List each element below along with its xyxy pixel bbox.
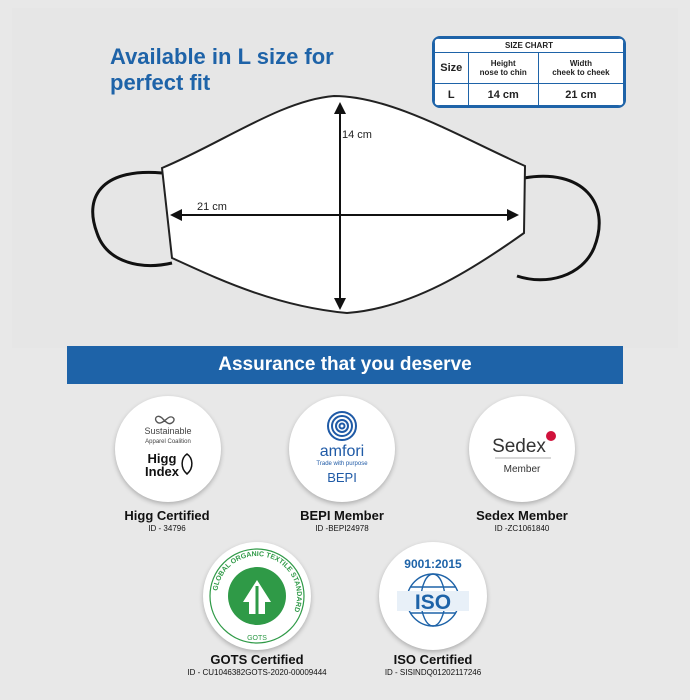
width-value: 21 cm <box>537 83 624 106</box>
amfori-logo-main: amfori <box>320 443 364 460</box>
height-header-line-2: nose to chin <box>479 68 527 78</box>
bepi-title: BEPI Member <box>300 508 384 523</box>
leaf-icon <box>181 453 193 475</box>
iso-logo: 9001:2015 ISO <box>397 557 469 627</box>
sedex-logo: Sedex Member <box>492 431 556 475</box>
sedex-logo-main: Sedex <box>492 436 546 457</box>
certifications-section: Sustainable Apparel Coalition Higg Index… <box>67 384 623 684</box>
higg-logo-line-2: Apparel Coalition <box>145 439 191 445</box>
iso-id: ID - SISINDQ01202117246 <box>384 668 482 677</box>
headline: Available in L size for perfect fit <box>110 44 410 96</box>
iso-text-backing <box>397 591 469 611</box>
size-column-header: Size <box>434 51 469 85</box>
height-value: 14 cm <box>467 83 539 106</box>
mask-illustration <box>91 94 601 315</box>
iso-badge: 9001:2015 ISO <box>379 542 487 650</box>
amfori-logo: amfori Trade with purpose BEPI <box>316 411 368 485</box>
width-header-line-2: cheek to cheek <box>552 68 610 78</box>
mask-height-label: 14 cm <box>342 129 372 141</box>
sedex-badge: Sedex Member <box>469 396 575 502</box>
gots-logo: GLOBAL ORGANIC TEXTILE STANDARD GOTS <box>209 548 305 644</box>
size-chart: SIZE CHART Size Height nose to chin Widt… <box>432 36 626 108</box>
higg-logo-line-1: Sustainable <box>144 426 191 436</box>
gots-id: ID - CU1046382GOTS-2020-00009444 <box>187 668 327 677</box>
iso-logo-main: ISO <box>415 591 451 614</box>
headline-line-1: Available in L size for <box>110 44 334 69</box>
higg-logo-mark-1: Higg <box>148 451 177 466</box>
iso-logo-top: 9001:2015 <box>404 557 462 571</box>
higg-title: Higg Certified <box>124 508 210 523</box>
width-arrow-left <box>170 209 182 221</box>
amfori-logo-sub: Trade with purpose <box>316 461 368 467</box>
higg-logo: Sustainable Apparel Coalition Higg Index <box>144 415 193 479</box>
amfori-rings-icon <box>327 411 357 441</box>
higg-id: ID - 34796 <box>148 524 186 533</box>
sedex-logo-sub: Member <box>504 464 541 475</box>
height-arrow-top <box>334 102 346 114</box>
size-chart-table: SIZE CHART Size Height nose to chin Widt… <box>434 38 624 106</box>
height-arrow-bottom <box>334 298 346 310</box>
amfori-badge: amfori Trade with purpose BEPI <box>289 396 395 502</box>
gots-title: GOTS Certified <box>210 652 304 667</box>
gots-logo-bottom: GOTS <box>247 635 267 642</box>
sedex-id: ID -ZC1061840 <box>494 524 550 533</box>
height-column-header: Height nose to chin <box>467 51 539 85</box>
width-arrow-right <box>507 209 519 221</box>
width-header-line-1: Width <box>569 59 592 69</box>
left-ear-loop <box>91 170 173 267</box>
width-column-header: Width cheek to cheek <box>537 51 624 85</box>
gots-badge: GLOBAL ORGANIC TEXTILE STANDARD GOTS <box>203 542 311 650</box>
iso-title: ISO Certified <box>393 652 473 667</box>
height-header-line-1: Height <box>490 59 516 69</box>
amfori-logo-bottom: BEPI <box>327 470 357 485</box>
mask-body <box>160 94 527 315</box>
gots-outer-ring <box>209 548 305 644</box>
size-section: Available in L size for perfect fit SIZE… <box>12 8 678 348</box>
mask-width-label: 21 cm <box>197 201 227 213</box>
sedex-dot-icon <box>546 431 556 441</box>
sedex-title: Sedex Member <box>476 508 568 523</box>
assurance-banner: Assurance that you deserve <box>67 346 623 384</box>
bepi-id: ID -BEPI24978 <box>315 524 369 533</box>
higg-logo-mark-2: Index <box>145 464 180 479</box>
infinity-icon <box>154 415 175 425</box>
headline-line-2: perfect fit <box>110 70 211 95</box>
right-ear-loop <box>516 174 601 282</box>
higg-badge: Sustainable Apparel Coalition Higg Index <box>115 396 221 502</box>
